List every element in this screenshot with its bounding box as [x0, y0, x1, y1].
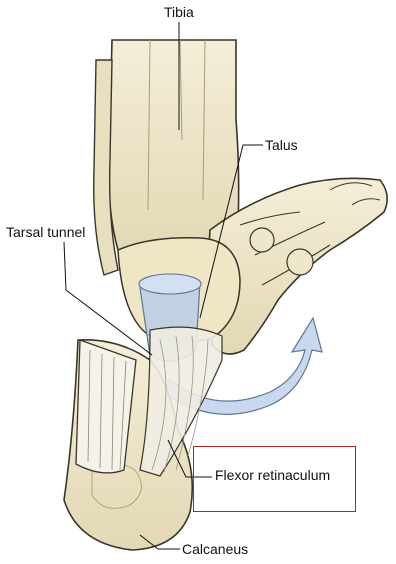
label-tibia: Tibia — [164, 4, 194, 20]
label-tarsal-tunnel: Tarsal tunnel — [6, 224, 85, 240]
label-calcaneus: Calcaneus — [182, 541, 248, 557]
label-talus: Talus — [265, 137, 298, 153]
label-flexor-retinaculum: Flexor retinaculum — [215, 467, 330, 483]
